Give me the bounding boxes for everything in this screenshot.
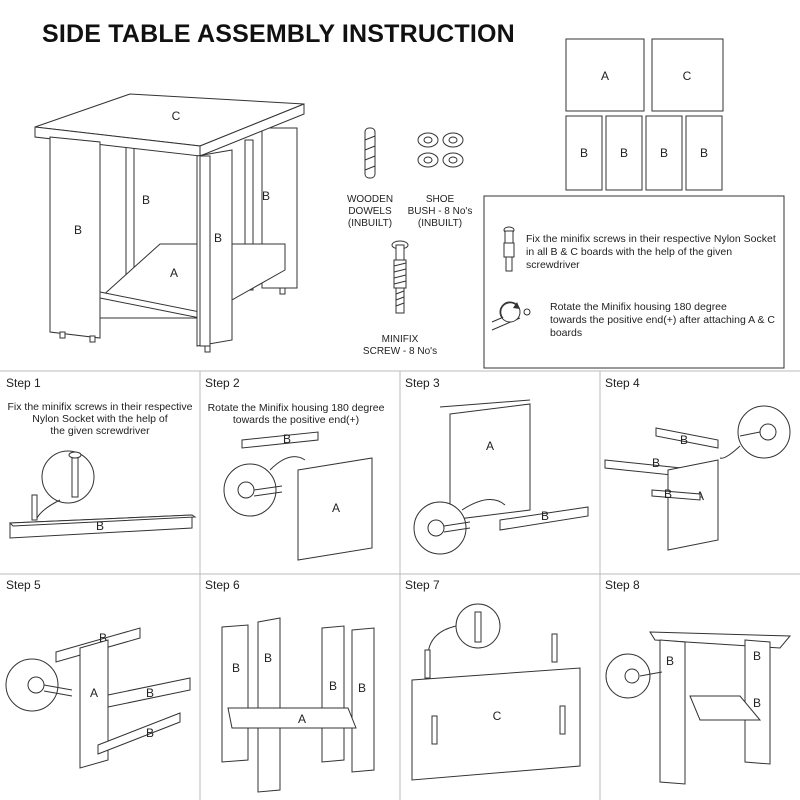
step-8-title: Step 8: [605, 578, 640, 592]
instruction-box: [483, 195, 785, 369]
dowels-label-1: WOODEN: [347, 194, 393, 205]
svg-text:A: A: [601, 69, 609, 83]
svg-text:the given screwdriver: the given screwdriver: [50, 425, 150, 437]
step-7-illustration: C: [411, 603, 581, 781]
step-2-title: Step 2: [205, 376, 240, 390]
svg-text:A: A: [486, 439, 494, 453]
label-front-right: B: [214, 231, 222, 245]
board-b-1: [565, 115, 603, 191]
screw-instruction-3: screwdriver: [526, 259, 580, 271]
step-6-illustration: B B B B A: [221, 617, 375, 793]
board-b-3: [645, 115, 683, 191]
svg-text:C: C: [493, 709, 502, 723]
wooden-dowel-icon: [364, 127, 376, 179]
step-3-illustration: A B: [413, 399, 589, 555]
svg-text:A: A: [90, 686, 98, 700]
step-7-title: Step 7: [405, 578, 440, 592]
label-shelf: A: [170, 266, 178, 280]
svg-text:B: B: [664, 487, 672, 501]
step-5-illustration: B B A B: [5, 627, 191, 769]
svg-text:B: B: [753, 649, 761, 663]
step-grid: [0, 370, 800, 800]
svg-text:B: B: [660, 146, 668, 160]
svg-text:B: B: [666, 654, 674, 668]
board-b-4: [685, 115, 723, 191]
svg-text:B: B: [96, 519, 104, 533]
minifix-label-2: SCREW - 8 No's: [363, 346, 437, 357]
label-left-outer: B: [74, 223, 82, 237]
label-back-right: B: [262, 189, 270, 203]
dowels-label-3: (INBUILT): [348, 218, 392, 229]
svg-text:B: B: [652, 456, 660, 470]
shoe-label-3: (INBUILT): [418, 218, 462, 229]
assembled-table-illustration: C B B B B A: [34, 93, 305, 353]
page-title: SIDE TABLE ASSEMBLY INSTRUCTION: [42, 20, 515, 48]
step-4-illustration: B B A B: [604, 405, 791, 551]
step-1-illustration: Fix the minifix screws in their respecti…: [8, 401, 197, 539]
minifix-screw-icon: [391, 240, 409, 314]
step-1-title: Step 1: [6, 376, 41, 390]
svg-text:B: B: [700, 146, 708, 160]
rotate-instruction-3: boards: [550, 327, 582, 339]
svg-text:B: B: [358, 681, 366, 695]
svg-text:B: B: [580, 146, 588, 160]
step-8-illustration: B B B: [605, 631, 792, 785]
svg-text:B: B: [146, 726, 154, 740]
board-b-2: [605, 115, 643, 191]
rotate-instruction-1: Rotate the Minifix housing 180 degree: [550, 301, 727, 313]
svg-text:C: C: [683, 69, 692, 83]
step-5-title: Step 5: [6, 578, 41, 592]
svg-text:B: B: [264, 651, 272, 665]
left-outer-panel: [49, 136, 101, 339]
svg-text:B: B: [232, 661, 240, 675]
rotate-instruction-icon: [491, 301, 531, 331]
label-left-inner: B: [142, 193, 150, 207]
step-2-illustration: Rotate the Minifix housing 180 degree to…: [208, 402, 385, 561]
board-a: [565, 38, 645, 112]
minifix-label-1: MINIFIX: [382, 334, 419, 345]
screw-instruction-1: Fix the minifix screws in their respecti…: [526, 233, 776, 245]
step-3-title: Step 3: [405, 376, 440, 390]
step-4-title: Step 4: [605, 376, 640, 390]
svg-text:B: B: [329, 679, 337, 693]
screw-instruction-2: in all B & C boards with the help of the…: [526, 246, 732, 258]
svg-text:Nylon Socket with the help of: Nylon Socket with the help of: [32, 413, 167, 425]
svg-text:B: B: [146, 686, 154, 700]
svg-text:B: B: [99, 631, 107, 645]
svg-text:B: B: [541, 509, 549, 523]
screw-instruction-icon: [503, 226, 515, 272]
svg-text:Fix the minifix screws in thei: Fix the minifix screws in their respecti…: [8, 401, 193, 413]
svg-text:towards the positive end(+): towards the positive end(+): [233, 414, 359, 426]
svg-text:B: B: [620, 146, 628, 160]
svg-text:B: B: [680, 433, 688, 447]
shoe-label-2: BUSH - 8 No's: [408, 206, 473, 217]
svg-text:A: A: [298, 712, 306, 726]
rotate-instruction-2: towards the positive end(+) after attach…: [550, 314, 775, 326]
svg-text:A: A: [332, 501, 340, 515]
step-6-title: Step 6: [205, 578, 240, 592]
svg-text:B: B: [753, 696, 761, 710]
svg-text:Rotate the Minifix housing 180: Rotate the Minifix housing 180 degree: [208, 402, 385, 414]
label-top: C: [172, 109, 181, 123]
board-c: [651, 38, 724, 112]
shoe-label-1: SHOE: [426, 194, 455, 205]
dowels-label-2: DOWELS: [348, 206, 392, 217]
board-list: A C B B B B: [565, 38, 724, 191]
shoe-bush-icon: [417, 132, 464, 168]
svg-text:B: B: [283, 432, 291, 446]
